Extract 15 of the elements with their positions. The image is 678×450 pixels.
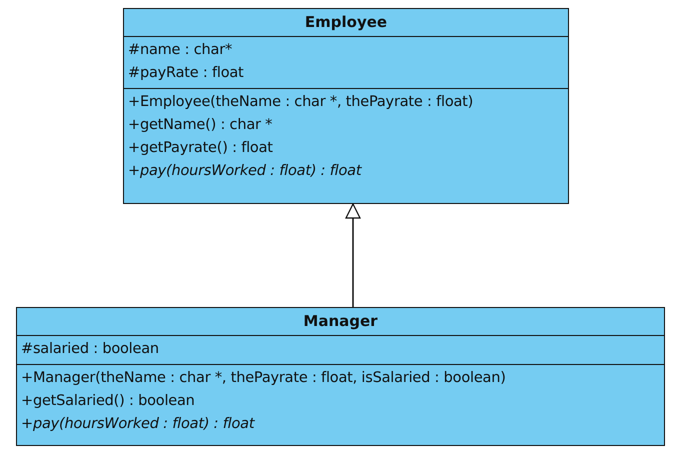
class-name: Employee	[304, 12, 388, 33]
class-name: Manager	[302, 311, 379, 332]
class-member: +Manager(theName : char *, thePayrate : float, isSalaried : boolean)	[21, 369, 507, 388]
class-member: +getName() : char *	[128, 116, 274, 135]
class-member: #name : char*	[128, 41, 234, 60]
class-member: #payRate : float	[128, 64, 245, 83]
class-box	[16, 307, 665, 446]
generalization-arrow	[345, 203, 361, 307]
class-member: +getPayrate() : float	[128, 139, 274, 158]
class-member: #salaried : boolean	[21, 340, 160, 359]
class-box	[123, 8, 569, 204]
class-member: +getSalaried() : boolean	[21, 392, 196, 411]
class-member: +pay(hoursWorked : float) : float	[21, 415, 256, 434]
class-member: +pay(hoursWorked : float) : float	[128, 162, 363, 181]
class-member: +Employee(theName : char *, thePayrate : float)	[128, 93, 474, 112]
